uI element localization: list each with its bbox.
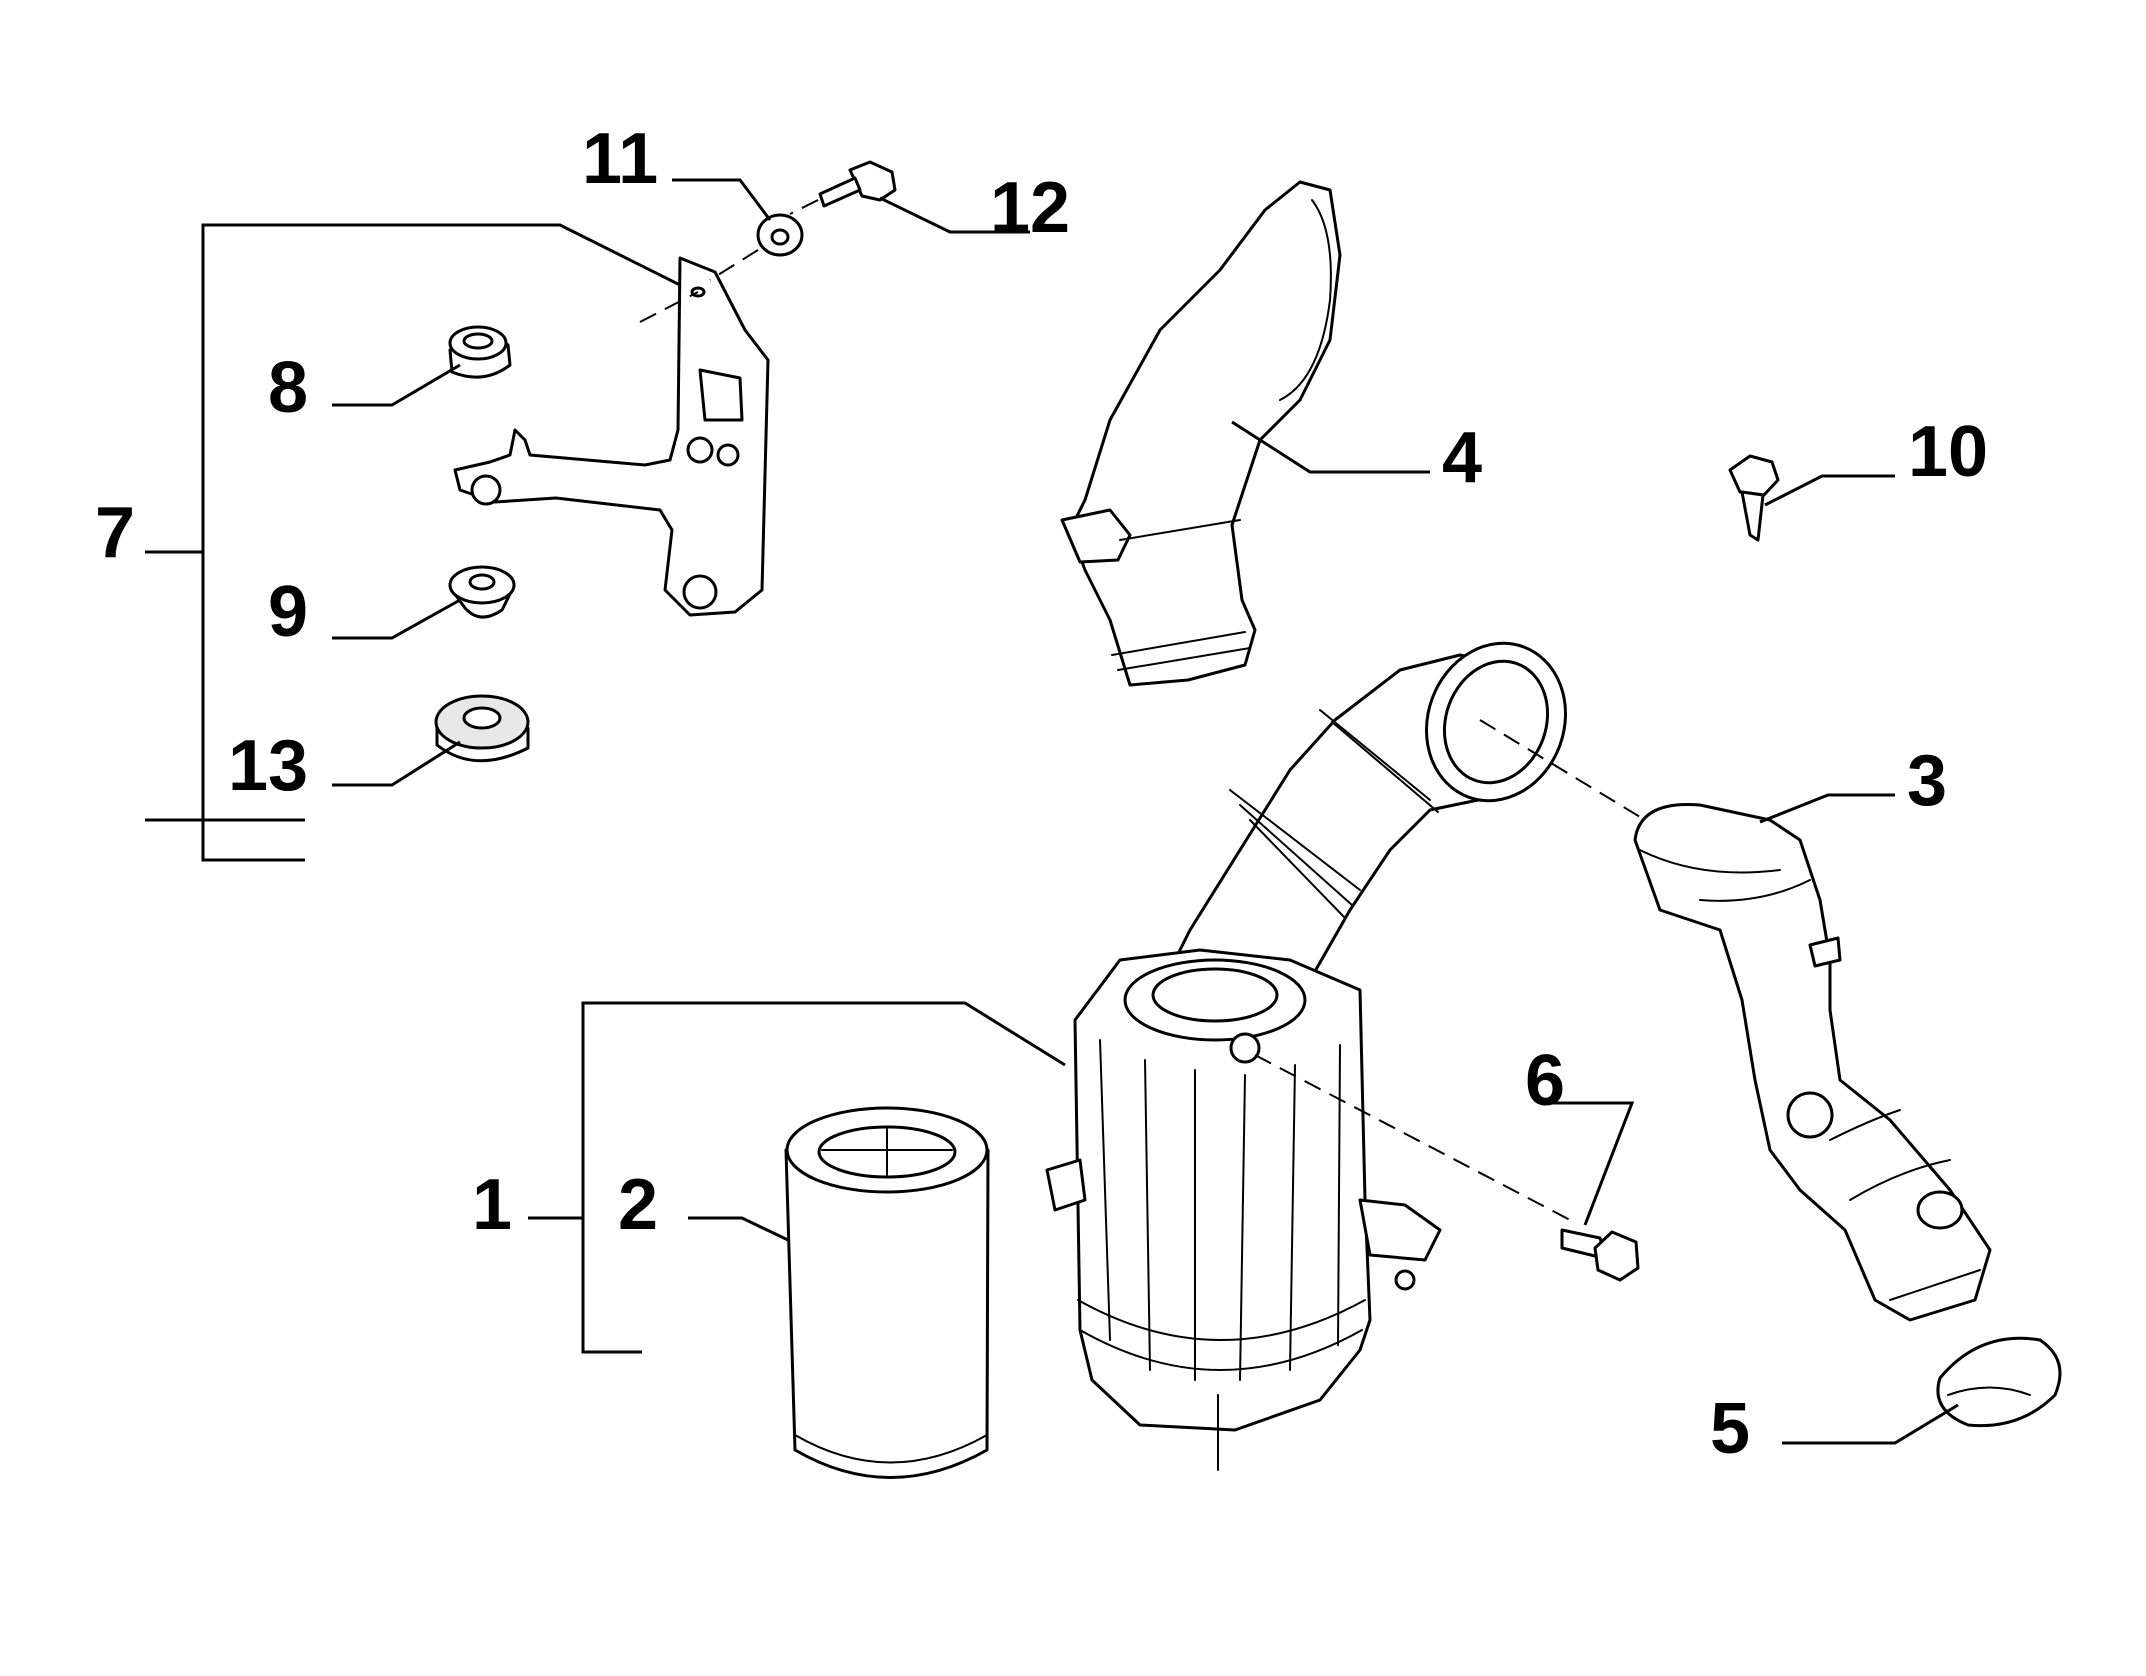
group-7-bracket-lines xyxy=(145,223,691,862)
washer-part xyxy=(672,178,804,281)
hose-clamp-part xyxy=(1782,1336,2062,1445)
callout-3: 3 xyxy=(1907,741,1947,821)
mounting-bracket-part xyxy=(453,256,770,617)
leader-4 xyxy=(1231,420,1430,474)
callout-9: 9 xyxy=(268,572,308,652)
leader-3 xyxy=(1759,793,1895,824)
callout-13: 13 xyxy=(228,726,308,806)
bolt-part-12 xyxy=(789,160,1030,234)
callout-10: 10 xyxy=(1908,412,1988,492)
callout-7: 7 xyxy=(95,493,135,573)
leader-2 xyxy=(688,1216,789,1242)
callout-12: 12 xyxy=(990,168,1070,248)
callout-1: 1 xyxy=(472,1165,512,1245)
filter-element-part xyxy=(784,1106,990,1479)
rubber-mount-part-13 xyxy=(332,694,530,787)
dash-part1-to-6 xyxy=(1254,1054,1571,1221)
bolt-part-10 xyxy=(1728,454,1895,542)
grommet-part-8 xyxy=(332,325,512,407)
bolt-part-6 xyxy=(1545,1101,1640,1282)
intake-duct-part xyxy=(1060,180,1342,687)
callout-5: 5 xyxy=(1710,1389,1750,1469)
callout-8: 8 xyxy=(268,348,308,428)
callout-4: 4 xyxy=(1442,418,1482,498)
dash-hose-to-3 xyxy=(1479,719,1646,821)
grommet-part-9 xyxy=(332,565,516,640)
group-1-bracket-lines xyxy=(581,1001,1066,1354)
air-filter-housing-part xyxy=(1045,641,1568,1471)
callout-11: 11 xyxy=(582,119,658,199)
outlet-hose-part xyxy=(1633,802,1992,1322)
callout-6: 6 xyxy=(1525,1041,1565,1121)
callout-2: 2 xyxy=(618,1165,658,1245)
